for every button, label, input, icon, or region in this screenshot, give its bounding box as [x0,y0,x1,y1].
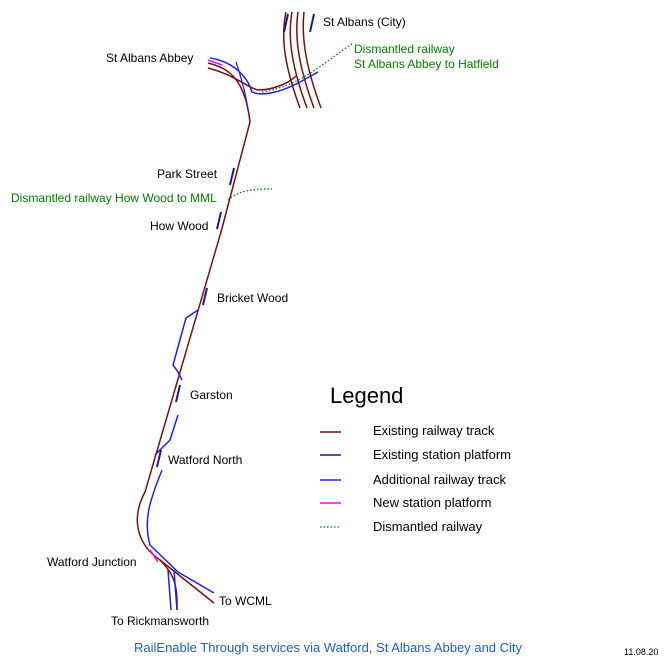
additional-track-abbey-north [209,57,319,95]
station-label-bricket-wood: Bricket Wood [217,291,289,305]
destination-label-to-wcml: To WCML [219,594,272,608]
station-label-watford-north: Watford North [168,453,243,467]
dismantled-railway-hatfield [261,43,353,93]
platform-how-wood [216,211,222,230]
mml-track-2 [289,11,308,109]
platform-park-street [229,167,235,186]
existing-track-abbey-loop [207,67,297,91]
legend-label-dismantled: Dismantled railway [373,519,483,534]
additional-track-watford-south [146,469,215,594]
platform-watford-north [156,449,162,468]
station-label-garston: Garston [190,388,233,402]
station-label-how-wood: How Wood [150,219,209,233]
mml-track-1 [282,11,301,109]
platform-bricket-wood [202,287,208,306]
additional-track-rickmansworth-2 [173,569,178,611]
station-label-park-street: Park Street [157,167,218,181]
platform-garston [175,384,181,403]
station-label-watford-junction: Watford Junction [47,555,137,569]
mml-track-4 [302,11,322,109]
platform-st-albans-city-2 [309,13,315,33]
legend-label-existing-track: Existing railway track [373,423,495,438]
mml-track-3 [296,11,315,109]
destination-label-to-rickmansworth: To Rickmansworth [111,614,210,628]
new-platform-watford-junction [149,549,159,563]
annotation-dismantled-hatfield-1: Dismantled railway [354,42,455,56]
footer-date: 11.08.20 [624,647,659,657]
legend-label-additional-track: Additional railway track [373,472,506,487]
annotation-dismantled-hatfield-2: St Albans Abbey to Hatfield [354,57,499,71]
legend-label-existing-platform: Existing station platform [373,447,512,462]
additional-track-abbey-curve [235,61,249,111]
existing-track-main [136,62,251,604]
annotation-dismantled-how-wood: Dismantled railway How Wood to MML [11,191,217,205]
station-label-st-albans-city: St Albans (City) [323,15,406,29]
additional-track-bricket-loop [172,309,199,381]
legend-title: Legend [330,383,404,408]
legend-label-new-platform: New station platform [373,495,492,510]
additional-track-rickmansworth-1 [167,569,172,611]
dismantled-railway-how-wood [227,188,273,201]
platform-st-albans-city-1 [283,13,289,33]
footer-title: RailEnable Through services via Watford,… [134,640,523,655]
station-label-st-albans-abbey: St Albans Abbey [106,51,194,65]
new-platform-st-albans-abbey [207,59,223,66]
